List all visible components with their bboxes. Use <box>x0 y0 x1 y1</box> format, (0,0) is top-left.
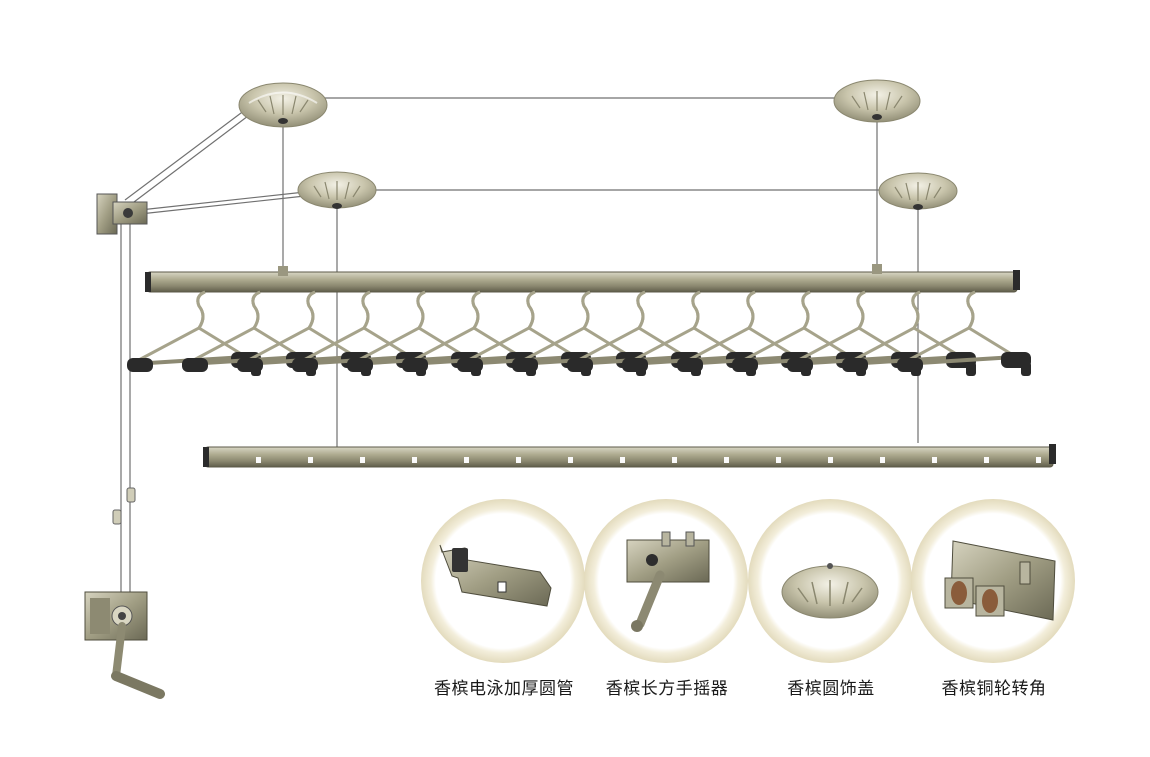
component-circle-tube <box>421 499 585 663</box>
rail-hole <box>568 457 573 463</box>
crank-winder <box>84 591 165 699</box>
ceiling-cap-2 <box>833 79 921 123</box>
hangers-group <box>127 290 1031 376</box>
rail-hole <box>776 457 781 463</box>
rail-hole <box>984 457 989 463</box>
rail-hole <box>256 457 261 463</box>
hanger <box>842 290 976 376</box>
rail-hole <box>1036 457 1041 463</box>
rail-hole <box>932 457 937 463</box>
rail-hole <box>412 457 417 463</box>
rail-hole <box>360 457 365 463</box>
rail-hole <box>620 457 625 463</box>
rail-hole <box>516 457 521 463</box>
component-label-cap: 香槟圆饰盖 <box>787 679 875 699</box>
rail-hole <box>672 457 677 463</box>
cable-clips <box>112 487 136 525</box>
rail-hole <box>880 457 885 463</box>
component-circle-crank <box>584 499 748 663</box>
cables <box>120 97 919 600</box>
rail-hole <box>724 457 729 463</box>
hanger <box>897 290 1031 376</box>
rail-hole <box>828 457 833 463</box>
component-label-crank: 香槟长方手摇器 <box>605 679 729 699</box>
component-circle-corner <box>911 499 1075 663</box>
component-label-corner: 香槟铜轮转角 <box>941 679 1047 699</box>
component-circle-cap <box>748 499 912 663</box>
ceiling-cap-1 <box>238 82 328 128</box>
upper-rail <box>145 264 1020 293</box>
rail-hole <box>464 457 469 463</box>
wall-pulley-bracket <box>96 193 148 235</box>
lower-rail <box>203 444 1056 468</box>
ceiling-cap-3 <box>297 171 377 209</box>
ceiling-cap-4 <box>878 172 958 210</box>
component-label-tube: 香槟电泳加厚圆管 <box>434 679 574 699</box>
rail-hole <box>308 457 313 463</box>
